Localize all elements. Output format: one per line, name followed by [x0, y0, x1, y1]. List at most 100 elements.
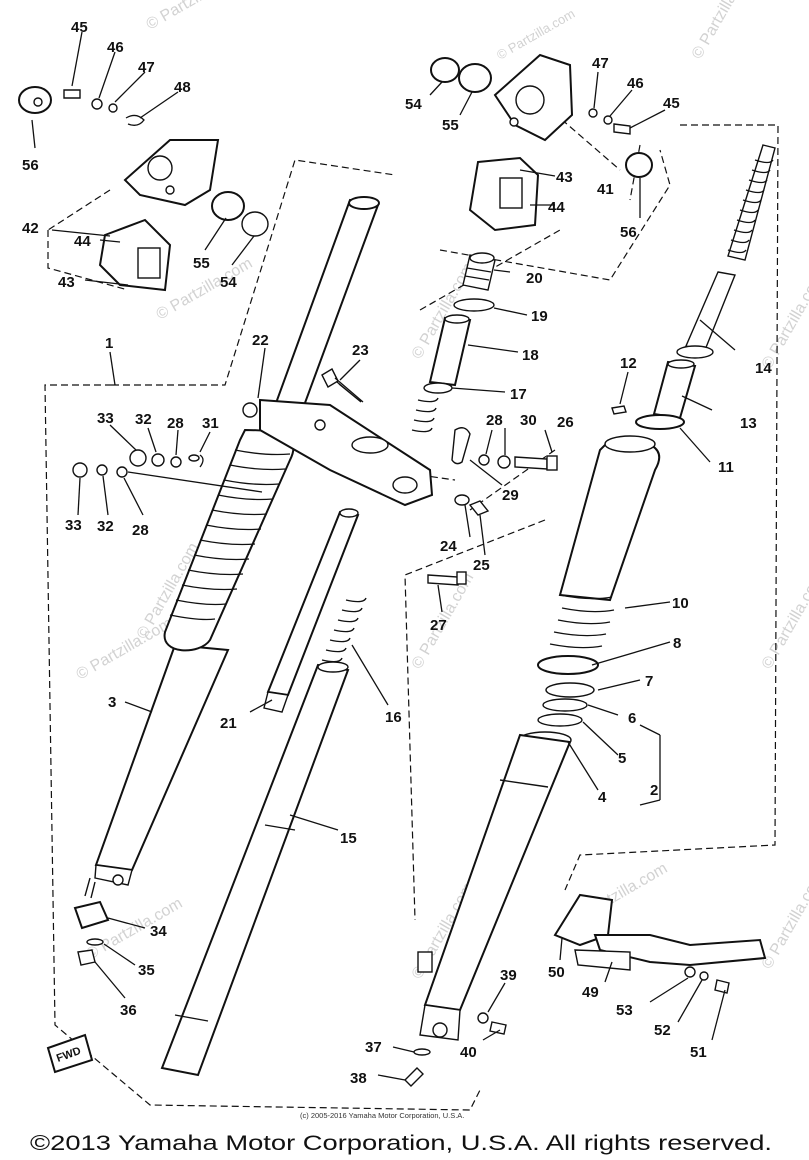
callout-18: 18: [522, 347, 539, 364]
callout-28-center: 28: [486, 412, 503, 429]
callout-32-upper: 32: [135, 411, 152, 428]
callout-56-left: 56: [22, 157, 39, 174]
callout-45-left: 45: [71, 19, 88, 36]
callout-10: 10: [672, 595, 689, 612]
callout-44-right: 44: [548, 199, 565, 216]
callout-20: 20: [526, 270, 543, 287]
callout-49: 49: [582, 984, 599, 1001]
callout-44-left: 44: [74, 233, 91, 250]
callout-13: 13: [740, 415, 757, 432]
callout-56-right: 56: [620, 224, 637, 241]
watermark: © Partzilla.com: [74, 615, 176, 684]
callout-43-right: 43: [556, 169, 573, 186]
callout-7: 7: [645, 673, 653, 690]
callout-47-right: 47: [592, 55, 609, 72]
callout-6: 6: [628, 710, 636, 727]
callout-53: 53: [616, 1002, 633, 1019]
callout-40: 40: [460, 1044, 477, 1061]
callout-3: 3: [108, 694, 116, 711]
watermark: © Partzilla.com: [759, 870, 809, 972]
callout-54-left: 54: [220, 274, 237, 291]
callout-30: 30: [520, 412, 537, 429]
headlight-bracket-left: [18, 86, 269, 292]
watermark: © Partzilla.com: [759, 570, 809, 672]
right-boot-10: [549, 435, 661, 649]
forward-direction-marker: FWD: [46, 1033, 94, 1074]
leader-lines: [31, 31, 736, 1081]
callout-39: 39: [500, 967, 517, 984]
callout-25: 25: [473, 557, 490, 574]
copyright-main: ©2013 Yamaha Motor Corporation, U.S.A. A…: [30, 1132, 772, 1155]
callout-34: 34: [150, 923, 167, 940]
callout-51: 51: [690, 1044, 707, 1061]
watermark: © Partzilla.com: [689, 0, 758, 62]
callout-45-right: 45: [663, 95, 680, 112]
callout-23: 23: [352, 342, 369, 359]
callout-1: 1: [105, 335, 113, 352]
callout-2: 2: [650, 782, 658, 799]
callout-26: 26: [557, 414, 574, 431]
headlight-bracket-right: [430, 53, 653, 232]
right-spacer-13: [652, 359, 697, 420]
center-stack: [411, 252, 496, 433]
right-seal-11: [611, 405, 685, 430]
callout-43-left: 43: [58, 274, 75, 291]
inner-tube-15: [160, 661, 350, 1077]
right-rings: [518, 655, 599, 749]
clamp-hardware: [427, 427, 558, 586]
callout-22: 22: [252, 332, 269, 349]
callout-35: 35: [138, 962, 155, 979]
callout-46-right: 46: [627, 75, 644, 92]
callout-50: 50: [548, 964, 565, 981]
callout-21: 21: [220, 715, 237, 732]
callout-8: 8: [673, 635, 681, 652]
right-spring-14: [676, 144, 776, 359]
left-bolt-hardware: [72, 449, 263, 493]
callout-37: 37: [365, 1039, 382, 1056]
callout-38: 38: [350, 1070, 367, 1087]
callout-19: 19: [531, 308, 548, 325]
bolt-23: [321, 368, 364, 403]
callout-54-right: 54: [405, 96, 422, 113]
callout-31: 31: [202, 415, 219, 432]
callout-46-left: 46: [107, 39, 124, 56]
callout-55-right: 55: [442, 117, 459, 134]
callout-15: 15: [340, 830, 357, 847]
callout-33-lower: 33: [65, 517, 82, 534]
callout-47-left: 47: [138, 59, 155, 76]
fork-spring-16: [321, 597, 367, 663]
callout-42: 42: [22, 220, 39, 237]
callout-36: 36: [120, 1002, 137, 1019]
callout-24: 24: [440, 538, 457, 555]
callout-14: 14: [755, 360, 772, 377]
left-fork-boot: [163, 428, 295, 652]
lower-bracket: [242, 398, 434, 507]
watermark: © Partzilla.com: [494, 6, 577, 63]
lever-assembly: [553, 893, 767, 994]
right-outer-tube: [417, 733, 572, 1041]
damper-rod: [263, 508, 360, 713]
callout-11: 11: [718, 459, 734, 476]
callout-41: 41: [597, 181, 614, 198]
callout-16: 16: [385, 709, 402, 726]
callout-28-lower: 28: [132, 522, 149, 539]
left-outer-tube: [84, 643, 230, 899]
callout-labels: 45 46 47 48 56 42 44 43 55 54 54 55 47 4…: [22, 19, 772, 1087]
watermark: © Partzilla.com: [759, 270, 809, 372]
callout-48: 48: [174, 79, 191, 96]
copyright-small: (c) 2005-2016 Yamaha Motor Corporation, …: [300, 1111, 464, 1120]
callout-55-left: 55: [193, 255, 210, 272]
callout-5: 5: [618, 750, 626, 767]
callout-12: 12: [620, 355, 637, 372]
callout-4: 4: [598, 789, 607, 806]
left-inner-tube: [266, 196, 380, 432]
callout-28-upper: 28: [167, 415, 184, 432]
axle-bolts-right: [404, 1012, 507, 1087]
callout-52: 52: [654, 1022, 671, 1039]
callout-17: 17: [510, 386, 527, 403]
callout-27: 27: [430, 617, 447, 634]
watermark: © Partzilla.com: [144, 0, 246, 33]
callout-33-upper: 33: [97, 410, 114, 427]
callout-29: 29: [502, 487, 519, 504]
